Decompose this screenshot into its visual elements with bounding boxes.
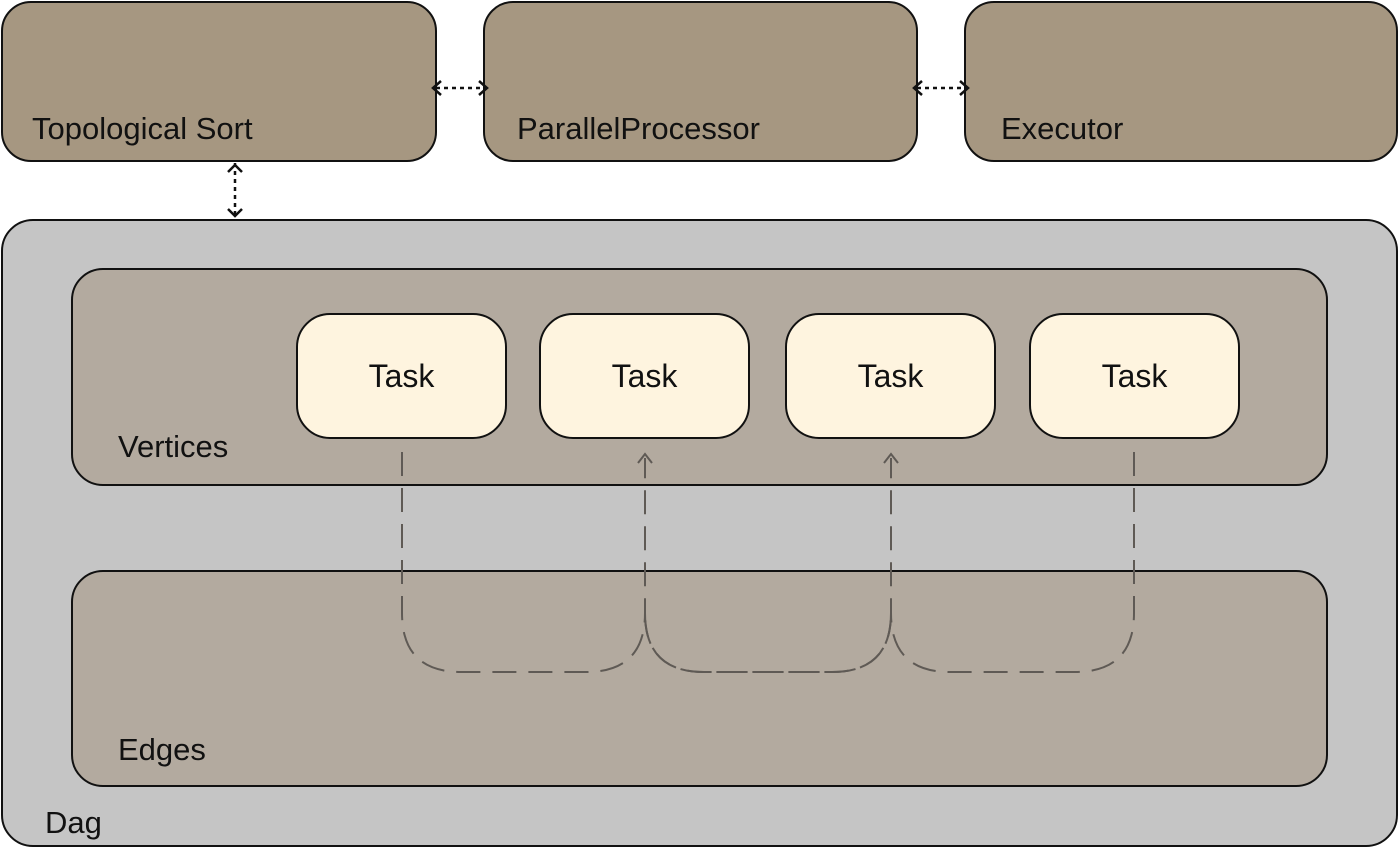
arrowhead-task2 [637,452,653,464]
edges-label: Edges [118,732,206,767]
executor-node: Executor [964,1,1398,162]
edge-task1-to-task2 [401,452,646,673]
task-node-2: Task [539,313,750,439]
arrowhead-task3 [883,452,899,464]
topsort-dag-connector [227,163,243,218]
vertices-label: Vertices [118,429,229,464]
dag-label: Dag [45,805,102,840]
topsort-parallel-connector [431,80,489,96]
edge-task4-to-task3 [890,452,1135,673]
task-node-4: Task [1029,313,1240,439]
topological-sort-label: Topological Sort [32,111,253,146]
parallel-executor-connector [912,80,970,96]
task-node-3: Task [785,313,996,439]
edge-task1-to-task3 [644,612,892,673]
executor-label: Executor [1001,111,1124,146]
task-node-1: Task [296,313,507,439]
parallel-processor-node: ParallelProcessor [483,1,918,162]
edge-task4-to-task2 [644,612,892,673]
edges-section: Edges [71,570,1328,787]
topological-sort-node: Topological Sort [1,1,437,162]
parallel-processor-label: ParallelProcessor [517,111,760,146]
